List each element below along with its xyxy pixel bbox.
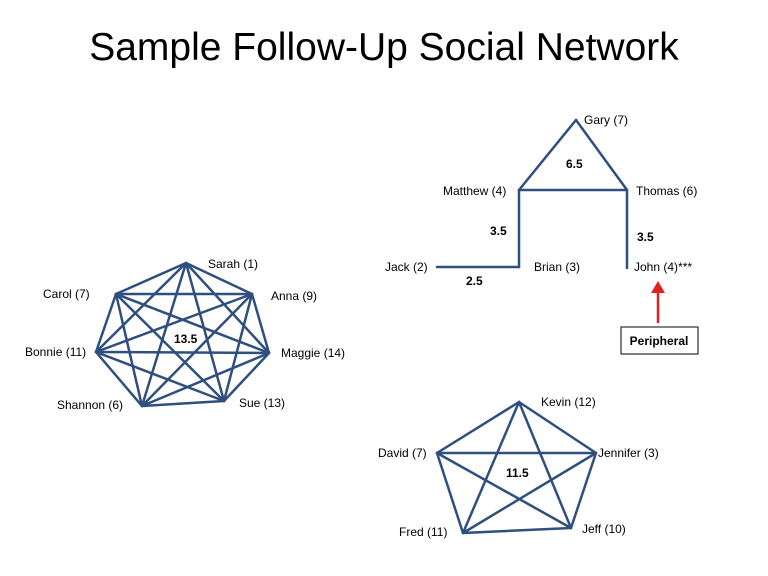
node-david: David (7) bbox=[378, 446, 427, 460]
hept-edge-bonnie-sue bbox=[94, 350, 226, 403]
hept-edge-maggie-shannon bbox=[140, 351, 271, 408]
hept-edge-anna-sue bbox=[222, 292, 254, 403]
edge-gary-matthew bbox=[517, 118, 578, 192]
pent-edge-fred-jeff bbox=[461, 526, 573, 535]
hept-edge-sarah-bonnie bbox=[94, 261, 188, 354]
heptagon-cluster bbox=[94, 261, 271, 408]
node-bonnie: Bonnie (11) bbox=[25, 345, 86, 359]
hept-edge-carol-sue bbox=[114, 292, 226, 403]
hept-edge-anna-shannon bbox=[140, 292, 254, 408]
peripheral-callout-label: Peripheral bbox=[630, 334, 689, 348]
node-jennifer: Jennifer (3) bbox=[598, 446, 659, 460]
hept-edge-carol-shannon bbox=[114, 292, 144, 408]
node-sue: Sue (13) bbox=[239, 396, 285, 410]
pent-edge-kevin-david bbox=[435, 400, 521, 455]
pent-edge-kevin-jennifer bbox=[517, 400, 598, 455]
node-fred: Fred (11) bbox=[399, 525, 447, 539]
pent-edge-david-jeff bbox=[435, 451, 573, 530]
node-jack: Jack (2) bbox=[385, 260, 428, 274]
node-sarah: Sarah (1) bbox=[208, 257, 258, 271]
hept-edge-sarah-anna bbox=[184, 261, 254, 296]
node-carol: Carol (7) bbox=[43, 287, 90, 301]
pent-edge-kevin-jeff bbox=[517, 400, 573, 530]
hept-edge-sarah-shannon bbox=[140, 261, 188, 408]
hexagon-weight: 13.5 bbox=[174, 332, 198, 346]
edge-gary-thomas bbox=[574, 118, 629, 192]
pent-edge-jennifer-jeff bbox=[569, 451, 598, 530]
node-shannon: Shannon (6) bbox=[57, 398, 123, 412]
weight-matthew-brian: 3.5 bbox=[490, 224, 507, 238]
pent-edge-kevin-fred bbox=[461, 400, 521, 535]
hept-edge-sarah-carol bbox=[114, 261, 188, 296]
hept-edge-sarah-maggie bbox=[184, 261, 271, 355]
node-thomas: Thomas (6) bbox=[636, 184, 697, 198]
hept-edge-anna-maggie bbox=[250, 292, 271, 355]
node-matthew: Matthew (4) bbox=[443, 184, 506, 198]
node-gary: Gary (7) bbox=[584, 113, 628, 127]
node-jeff: Jeff (10) bbox=[582, 522, 626, 536]
hept-edge-bonnie-maggie bbox=[94, 350, 271, 355]
node-anna: Anna (9) bbox=[271, 289, 317, 303]
hept-edge-maggie-sue bbox=[222, 351, 271, 403]
node-kevin: Kevin (12) bbox=[541, 395, 596, 409]
pent-edge-jennifer-fred bbox=[461, 451, 598, 535]
hept-edge-anna-bonnie bbox=[94, 292, 254, 354]
node-brian: Brian (3) bbox=[534, 260, 580, 274]
peripheral-arrow bbox=[651, 281, 665, 323]
hept-edge-carol-maggie bbox=[114, 292, 271, 355]
hept-edge-shannon-sue bbox=[140, 399, 226, 408]
node-maggie: Maggie (14) bbox=[281, 346, 345, 360]
peripheral-callout-box bbox=[620, 326, 699, 355]
hept-edge-bonnie-shannon bbox=[94, 350, 144, 408]
slide-title: Sample Follow-Up Social Network bbox=[89, 26, 679, 69]
pentagon-cluster bbox=[435, 400, 598, 535]
weight-thomas-john: 3.5 bbox=[637, 230, 654, 244]
chain-cluster bbox=[435, 118, 629, 270]
hept-edge-carol-bonnie bbox=[94, 292, 118, 354]
pentagon-weight: 11.5 bbox=[506, 466, 529, 480]
weight-triangle: 6.5 bbox=[566, 157, 583, 171]
hept-edge-sarah-sue bbox=[184, 261, 226, 403]
pent-edge-david-fred bbox=[435, 451, 465, 535]
weight-jack-brian: 2.5 bbox=[466, 274, 483, 288]
node-john: John (4)*** bbox=[634, 260, 692, 274]
